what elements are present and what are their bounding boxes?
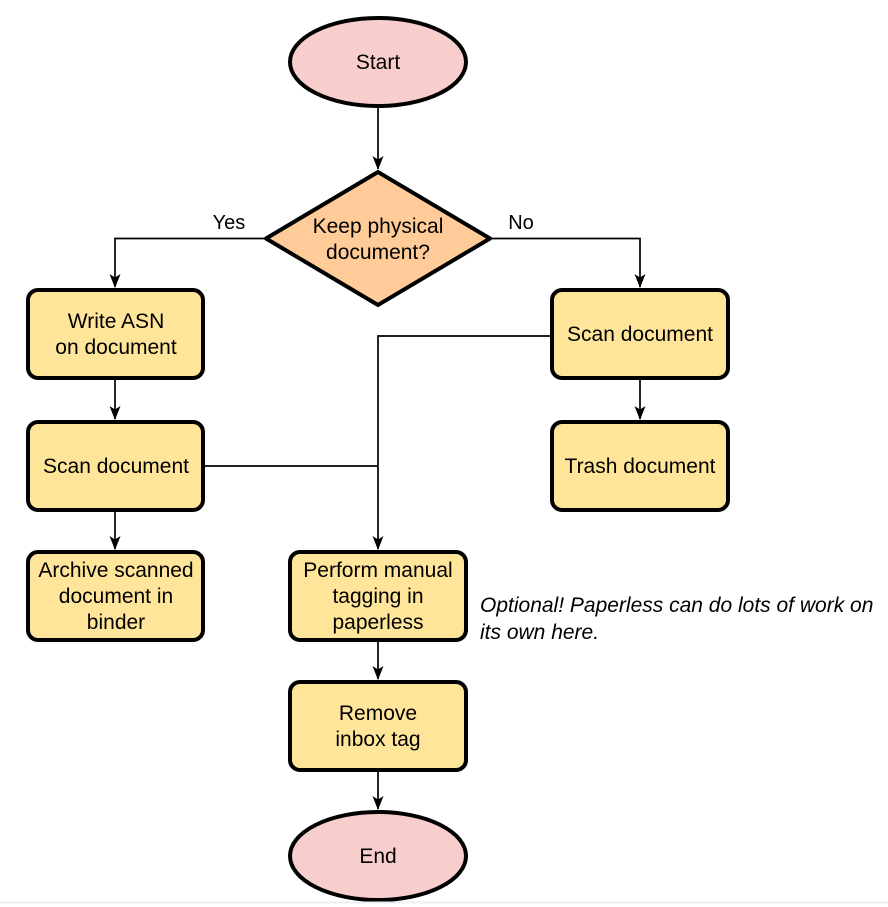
write-asn-label-line1: Write ASN xyxy=(68,310,164,333)
edge-label-no: No xyxy=(508,212,534,234)
decision-node-label-line1: Keep physical xyxy=(313,215,444,238)
end-node xyxy=(288,810,468,902)
end-node-label: End xyxy=(359,845,396,868)
optional-annotation-line2: its own here. xyxy=(480,621,599,644)
process-node-manual-tagging xyxy=(288,550,468,642)
process-node-scan-document-right xyxy=(550,288,730,380)
process-node-trash-document xyxy=(550,420,730,512)
trash-document-label: Trash document xyxy=(565,455,716,478)
process-node-remove-inbox-tag xyxy=(288,680,468,772)
decision-node-label-line2: document? xyxy=(326,241,430,264)
remove-inbox-label-line1: Remove xyxy=(339,702,417,725)
process-node-archive-in-binder xyxy=(26,550,205,642)
start-node xyxy=(288,16,468,108)
edge-decision-yes-to-write-asn xyxy=(109,237,266,288)
decision-node-keep-physical-document xyxy=(264,170,492,307)
scan-document-right-label: Scan document xyxy=(567,323,713,346)
write-asn-label-line2: on document xyxy=(55,336,177,359)
optional-annotation-line1: Optional! Paperless can do lots of work … xyxy=(480,594,873,617)
tagging-label-line3: paperless xyxy=(332,611,423,634)
start-node-label: Start xyxy=(356,51,401,74)
scan-document-left-label: Scan document xyxy=(43,455,189,478)
process-node-write-asn xyxy=(26,288,205,380)
archive-label-line1: Archive scanned xyxy=(38,559,193,582)
archive-label-line3: binder xyxy=(87,611,145,634)
edge-decision-no-to-scan-right xyxy=(490,237,646,288)
tagging-label-line2: tagging in xyxy=(332,585,423,608)
edge-label-yes: Yes xyxy=(213,212,246,234)
archive-label-line2: document in xyxy=(59,585,173,608)
edge-scan-right-to-tagging xyxy=(372,335,552,550)
remove-inbox-label-line2: inbox tag xyxy=(335,728,420,751)
tagging-label-line1: Perform manual xyxy=(303,559,452,582)
process-node-scan-document-left xyxy=(26,420,205,512)
